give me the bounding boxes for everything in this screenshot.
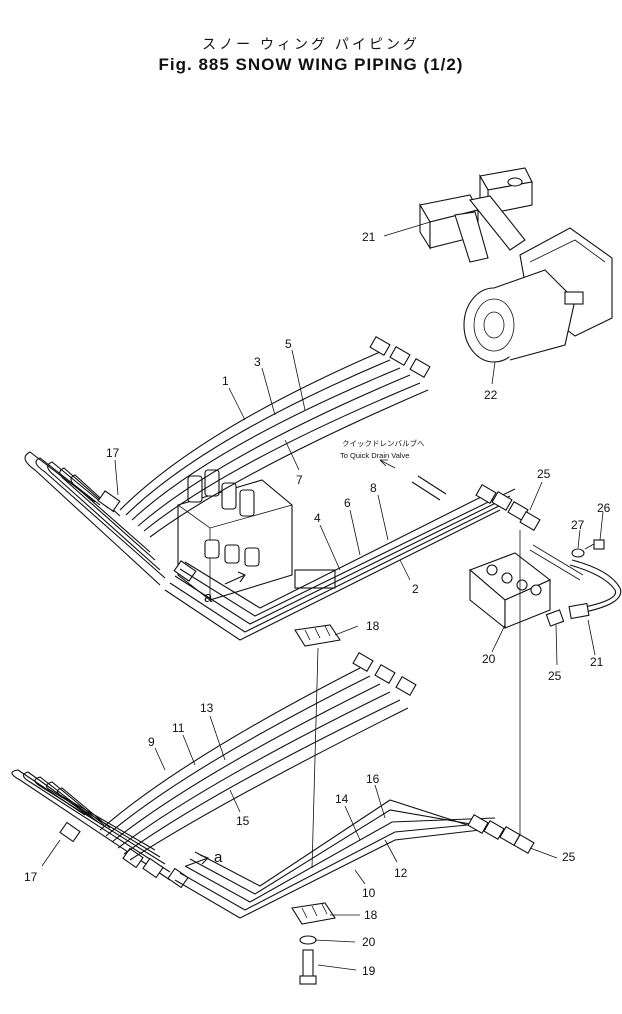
clamp-18-upper xyxy=(294,624,341,647)
callout-25-top: 25 xyxy=(537,467,551,481)
fitting-25-small xyxy=(545,609,565,627)
callout-19: 19 xyxy=(362,964,376,978)
upper-pipe-loops xyxy=(24,451,197,586)
callout-21: 21 xyxy=(590,655,604,669)
callout-labels: 21 22 1 3 5 7 17 4 6 8 2 25 26 27 18 20 … xyxy=(24,230,611,978)
upper-hoses xyxy=(119,336,431,538)
callout-12: 12 xyxy=(394,866,408,880)
motor-24 xyxy=(463,227,613,363)
callout-8: 8 xyxy=(370,481,377,495)
bolt-line xyxy=(311,647,319,869)
figure-title-japanese: スノー ウィング パイピング xyxy=(202,36,420,52)
callout-1: 1 xyxy=(222,374,229,388)
callout-18-lower: 18 xyxy=(364,908,378,922)
callout-16: 16 xyxy=(366,772,380,786)
note-english: To Quick Drain Valve xyxy=(340,451,409,460)
section-mark-upper: a xyxy=(204,589,213,606)
control-valve xyxy=(177,469,336,601)
section-arrow-upper xyxy=(224,574,246,585)
callout-24: 22 xyxy=(484,388,498,402)
callout-22: 20 xyxy=(482,652,496,666)
callout-17-lower: 17 xyxy=(24,870,38,884)
callout-17-upper: 17 xyxy=(106,446,120,460)
swivel-joint-23 xyxy=(419,167,533,263)
callout-3: 3 xyxy=(254,355,261,369)
callout-25-mid: 25 xyxy=(548,669,562,683)
note-japanese: クイックドレンバルブへ xyxy=(342,438,425,448)
callout-7: 7 xyxy=(296,473,303,487)
callout-20: 20 xyxy=(362,935,376,949)
callout-13: 13 xyxy=(200,701,214,715)
bolt-26 xyxy=(584,539,605,550)
callout-26: 26 xyxy=(597,501,611,515)
bolt-19 xyxy=(299,949,317,985)
figure-title: Fig. 885 SNOW WING PIPING (1/2) xyxy=(158,55,464,74)
quick-drain-pipe xyxy=(379,459,447,501)
valve-block-22 xyxy=(468,544,584,630)
callout-25-bottom: 25 xyxy=(562,850,576,864)
section-arrow-lower xyxy=(185,857,209,867)
callout-9: 9 xyxy=(148,735,155,749)
section-arrowhead-lower xyxy=(199,854,209,865)
callout-15: 15 xyxy=(236,814,250,828)
leader-lines xyxy=(41,221,604,971)
callout-2: 2 xyxy=(412,582,419,596)
callout-6: 6 xyxy=(344,496,351,510)
washer-20 xyxy=(299,935,317,945)
callout-27: 27 xyxy=(571,518,585,532)
callout-14: 14 xyxy=(335,792,349,806)
section-arrowhead-upper xyxy=(237,571,246,583)
callout-11: 11 xyxy=(172,721,185,735)
lower-hoses xyxy=(99,652,417,861)
hose-21 xyxy=(568,559,622,620)
upper-right-pipes xyxy=(164,484,541,641)
clamp-18-lower xyxy=(291,902,336,925)
washer-27 xyxy=(571,548,585,558)
callout-4: 4 xyxy=(314,511,321,525)
section-mark-lower: a xyxy=(214,849,223,866)
callout-18-upper: 18 xyxy=(366,619,380,633)
callout-5: 5 xyxy=(285,337,292,351)
lower-right-pipes xyxy=(174,799,535,919)
callout-23: 21 xyxy=(362,230,376,244)
callout-10: 10 xyxy=(362,886,376,900)
